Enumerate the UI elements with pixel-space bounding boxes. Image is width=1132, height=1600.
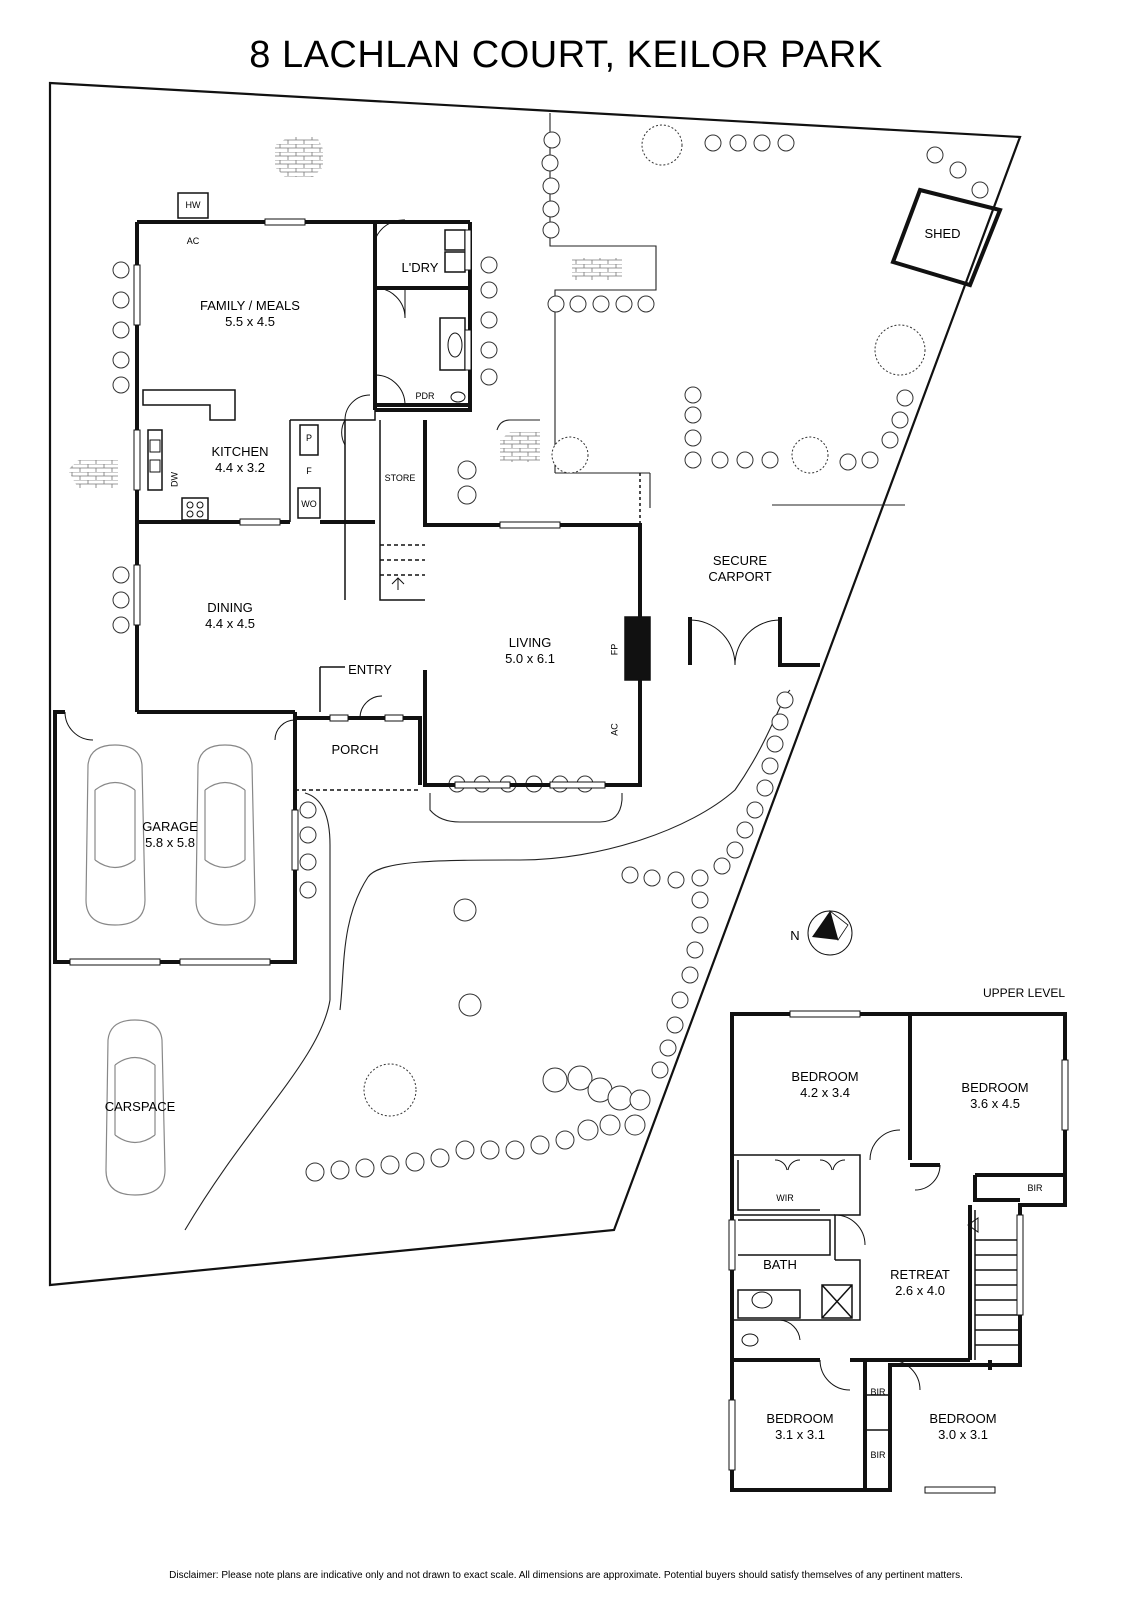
brick-paving [68,137,622,488]
room-label-carspace: CARSPACE [104,1099,176,1114]
room-size: 4.4 x 3.2 [215,460,265,475]
room-label-wir: WIR [776,1193,794,1203]
room-label-bir-2: BIR [870,1387,886,1397]
upper-level-windows [728,1010,1069,1494]
room-label-garage: GARAGE 5.8 x 5.8 [120,819,220,851]
room-label-bed4: BEDROOM 3.0 x 3.1 [913,1411,1013,1443]
fixture-dishwasher: DW [169,472,180,487]
room-size: 4.4 x 4.5 [205,616,255,631]
room-name: FAMILY / MEALS [200,298,300,313]
room-name: BEDROOM [766,1411,834,1426]
ground-floor-walls [53,220,820,964]
property-boundary [48,81,1022,1287]
room-name: BEDROOM [929,1411,997,1426]
fixture-pantry: P [305,433,312,443]
cars [85,744,256,1196]
room-label-porch: PORCH [331,742,379,757]
room-name: SECURE [712,553,768,568]
room-size: 5.0 x 6.1 [505,651,555,666]
fixture-fireplace: FP [609,643,620,656]
fixtures [149,332,466,590]
room-label-bed1: BEDROOM 4.2 x 3.4 [775,1069,875,1101]
fixture-hw: HW [185,200,201,210]
shed-outline [890,187,1003,288]
room-name: RETREAT [890,1267,950,1282]
room-label-retreat: RETREAT 2.6 x 4.0 [870,1267,970,1299]
room-name-2: CARPORT [708,569,772,584]
room-label-family: FAMILY / MEALS 5.5 x 4.5 [190,298,310,330]
room-label-carport: SECURE CARPORT [690,553,790,585]
room-size: 3.0 x 3.1 [938,1427,988,1442]
garden-paths [184,113,905,1231]
room-size: 5.8 x 5.8 [145,835,195,850]
room-label-pdr: PDR [415,391,435,401]
room-name: DINING [207,600,253,615]
room-label-store: STORE [384,473,416,483]
upper-level-interior [732,1154,1018,1431]
room-label-bed3: BEDROOM 3.1 x 3.1 [750,1411,850,1443]
room-label-shed: SHED [924,226,961,241]
room-name: GARAGE [142,819,198,834]
room-label-dining: DINING 4.4 x 4.5 [180,600,280,632]
room-size: 3.1 x 3.1 [775,1427,825,1442]
room-name: BEDROOM [791,1069,859,1084]
fixture-fridge: F [306,466,312,476]
door-swings [64,219,781,741]
room-size: 2.6 x 4.0 [895,1283,945,1298]
page-title: 8 LACHLAN COURT, KEILOR PARK [249,34,883,76]
upper-level-doors [774,1129,979,1391]
windows [69,218,606,966]
room-name: BEDROOM [961,1080,1029,1095]
room-size: 4.2 x 3.4 [800,1085,850,1100]
room-name: KITCHEN [211,444,269,459]
room-label-bir-3: BIR [870,1450,886,1460]
room-label-bir-1: BIR [1027,1183,1043,1193]
room-label-entry: ENTRY [348,662,392,677]
room-label-kitchen: KITCHEN 4.4 x 3.2 [190,444,290,476]
room-label-bed2: BEDROOM 3.6 x 4.5 [945,1080,1045,1112]
compass-north-label: N [790,928,800,943]
upper-level-heading: UPPER LEVEL [983,986,1066,1000]
fixture-wall-oven: WO [301,499,317,509]
compass-icon [807,909,853,956]
disclaimer-text: Disclaimer: Please note plans are indica… [169,1570,963,1581]
room-size: 5.5 x 4.5 [225,314,275,329]
room-size: 3.6 x 4.5 [970,1096,1020,1111]
fixture-ac: AC [186,236,200,246]
interior-walls [142,192,651,791]
room-label-bath: BATH [763,1257,797,1272]
room-name: LIVING [508,635,552,650]
room-label-laundry: L'DRY [401,260,439,275]
fixture-ac-living: AC [609,723,620,736]
room-label-living: LIVING 5.0 x 6.1 [480,635,580,667]
